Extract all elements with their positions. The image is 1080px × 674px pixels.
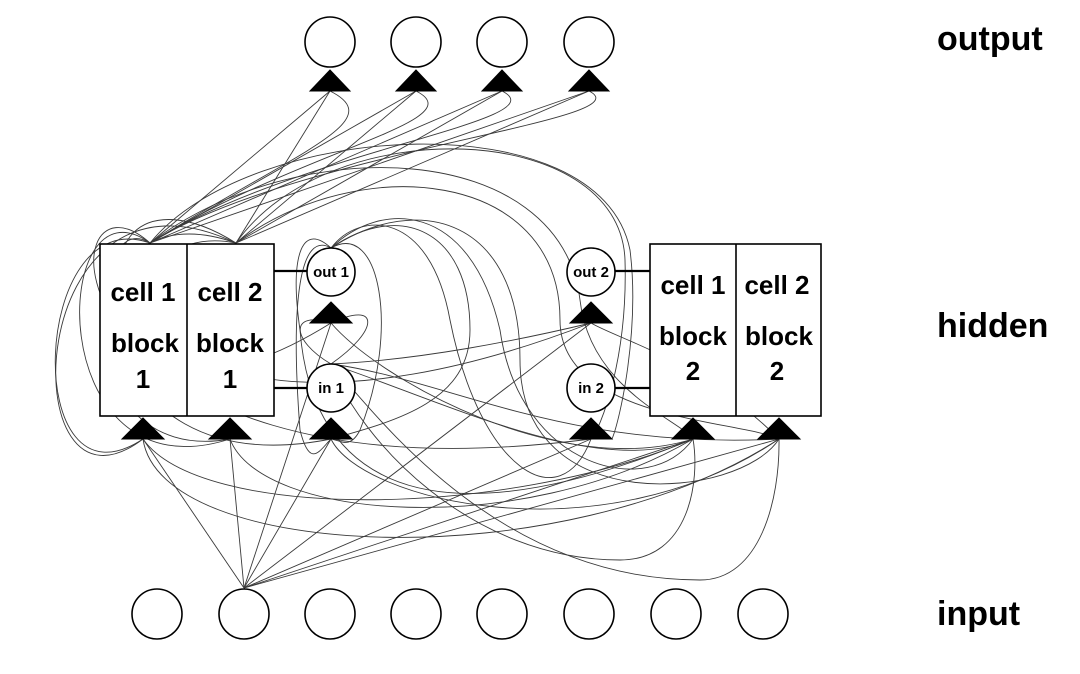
cell-input-arrowhead bbox=[670, 417, 716, 440]
connection-wire bbox=[330, 225, 471, 440]
connection-wire bbox=[330, 438, 780, 510]
output-arrowhead bbox=[394, 69, 438, 92]
output-unit bbox=[390, 16, 442, 68]
connection-wire bbox=[295, 238, 694, 494]
connection-wire bbox=[235, 90, 590, 244]
memory-block-1: cell 1 block 1 cell 2 block 1 out 1 in 1 bbox=[99, 243, 356, 440]
connection-wire bbox=[142, 438, 245, 589]
connection-wire bbox=[235, 90, 331, 244]
block-1-cell-1-label: cell 1 bbox=[110, 277, 175, 307]
block-1-cell-2-block-label: block bbox=[196, 328, 264, 358]
block-2-cell-1-label: cell 1 bbox=[660, 270, 725, 300]
connection-wire bbox=[330, 363, 694, 451]
connection-wire bbox=[235, 186, 780, 440]
output-unit bbox=[563, 16, 615, 68]
input-unit bbox=[131, 588, 183, 640]
block-1-cell-2-label: cell 2 bbox=[197, 277, 262, 307]
connection-wire bbox=[243, 438, 592, 589]
output-arrowhead bbox=[480, 69, 524, 92]
connection-wire bbox=[330, 218, 694, 470]
input-unit bbox=[390, 588, 442, 640]
connection-wire bbox=[149, 90, 350, 244]
connection-wire bbox=[229, 438, 245, 589]
input-gate-2-label: in 2 bbox=[578, 380, 604, 397]
connection-wire bbox=[149, 90, 512, 244]
block-2-cell-2-block-number: 2 bbox=[770, 356, 784, 386]
connection-wire bbox=[330, 243, 382, 443]
connection-wire bbox=[149, 90, 331, 244]
connection-wire bbox=[243, 438, 332, 589]
output-unit bbox=[304, 16, 356, 68]
output-gate-2 bbox=[566, 247, 616, 297]
connection-wire bbox=[229, 438, 694, 508]
connection-wire bbox=[243, 322, 332, 589]
output-gate-1 bbox=[306, 247, 356, 297]
out-gate-1-arrowhead bbox=[308, 301, 354, 324]
block-2-cell-2-block-label: block bbox=[745, 321, 813, 351]
connection-wire bbox=[235, 90, 417, 244]
hidden-layer-label: hidden bbox=[937, 307, 1048, 345]
connection-wire bbox=[149, 167, 694, 440]
connection-wire bbox=[243, 438, 780, 589]
block-1-cell-1-block-number: 1 bbox=[136, 364, 150, 394]
output-layer-label: output bbox=[937, 20, 1043, 58]
input-gate-1 bbox=[306, 363, 356, 413]
output-unit bbox=[476, 16, 528, 68]
input-unit bbox=[304, 588, 356, 640]
memory-block-2: cell 1 block 2 cell 2 block 2 out 2 in 2 bbox=[566, 243, 822, 440]
input-unit bbox=[650, 588, 702, 640]
connection-wire bbox=[330, 224, 592, 478]
input-unit bbox=[737, 588, 789, 640]
output-gate-1-label: out 1 bbox=[313, 264, 349, 281]
cell-input-arrowhead bbox=[756, 417, 802, 440]
connection-wire bbox=[142, 438, 780, 538]
block-1-cell-1-block-label: block bbox=[111, 328, 179, 358]
connection-wire bbox=[235, 90, 503, 244]
connection-wire bbox=[142, 438, 694, 501]
cell-input-arrowhead bbox=[120, 417, 166, 440]
connection-wire bbox=[243, 322, 592, 589]
input-layer bbox=[131, 588, 789, 640]
output-gate-2-label: out 2 bbox=[573, 264, 609, 281]
block-1-cell-2-block-number: 1 bbox=[223, 364, 237, 394]
connection-wire bbox=[300, 319, 332, 365]
input-gate-1-label: in 1 bbox=[318, 380, 344, 397]
out-gate-2-arrowhead bbox=[568, 301, 614, 324]
connection-wire bbox=[330, 363, 780, 581]
connection-wire bbox=[330, 322, 694, 449]
block-2-cell-2-label: cell 2 bbox=[744, 270, 809, 300]
input-unit bbox=[476, 588, 528, 640]
input-unit bbox=[563, 588, 615, 640]
connection-wire bbox=[243, 438, 694, 589]
output-arrowhead bbox=[308, 69, 352, 92]
cell-input-arrowhead bbox=[207, 417, 253, 440]
block-2-cell-1-block-label: block bbox=[659, 321, 727, 351]
connection-wire bbox=[330, 219, 780, 485]
output-layer bbox=[304, 16, 615, 92]
block-2-cell-1-block-number: 2 bbox=[686, 356, 700, 386]
input-layer-label: input bbox=[937, 595, 1020, 633]
connection-wire bbox=[149, 90, 597, 244]
input-gate-2 bbox=[566, 363, 616, 413]
connection-wire bbox=[295, 244, 332, 455]
connection-wire bbox=[330, 363, 696, 561]
output-arrowhead bbox=[567, 69, 611, 92]
connection-wire bbox=[235, 148, 626, 440]
in-gate-2-arrowhead bbox=[568, 417, 614, 440]
input-unit bbox=[218, 588, 270, 640]
connection-wire bbox=[149, 143, 634, 440]
connection-wire bbox=[149, 90, 429, 244]
in-gate-1-arrowhead bbox=[308, 417, 354, 440]
connection-wire bbox=[55, 225, 237, 456]
